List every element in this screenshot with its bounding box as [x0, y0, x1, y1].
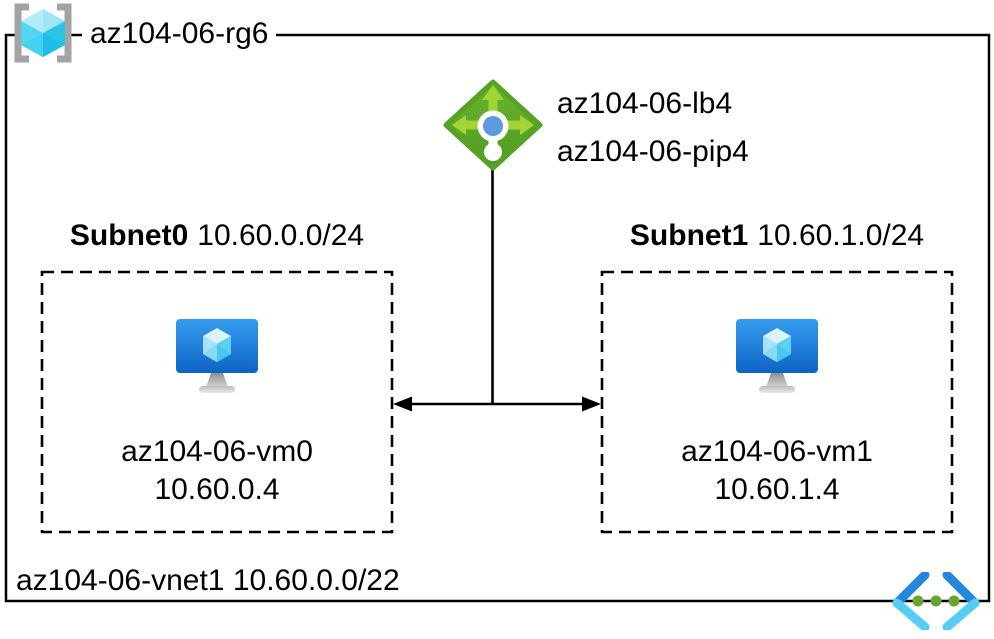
load-balancer-name: az104-06-lb4: [557, 87, 733, 120]
virtual-machine-icon: [736, 319, 818, 393]
public-ip-name: az104-06-pip4: [557, 135, 749, 168]
vm1-labels: az104-06-vm1 10.60.1.4: [602, 433, 952, 509]
resource-group-label: az104-06-rg6: [82, 15, 277, 53]
vm0-labels: az104-06-vm0 10.60.0.4: [42, 433, 392, 509]
virtual-machine-icon: [176, 319, 258, 393]
vm0-ip: 10.60.0.4: [154, 473, 280, 506]
load-balancer-icon: [443, 79, 543, 171]
resource-group-icon: [14, 3, 72, 63]
vnet-name: az104-06-vnet1: [16, 564, 225, 597]
vm1-ip: 10.60.1.4: [714, 473, 840, 506]
arrowhead-left-icon: [393, 396, 412, 412]
subnet1-cidr: 10.60.1.0/24: [757, 219, 925, 252]
vnet-cidr: 10.60.0.0/22: [232, 564, 400, 597]
subnet1-name: Subnet1: [629, 219, 749, 252]
arrowhead-right-icon: [582, 396, 601, 412]
virtual-network-icon: [892, 572, 980, 630]
resource-group-box: [4, 33, 991, 603]
subnet1-box: [600, 270, 954, 534]
load-balancer-labels: az104-06-lb4 az104-06-pip4: [557, 80, 749, 176]
vm0-name: az104-06-vm0: [121, 435, 313, 468]
vm1-name: az104-06-vm1: [681, 435, 873, 468]
vnet-label: az104-06-vnet1 10.60.0.0/22: [16, 563, 400, 599]
subnet0-cidr: 10.60.0.0/24: [197, 219, 365, 252]
subnet0-box: [40, 270, 394, 534]
subnet0-name: Subnet0: [69, 219, 189, 252]
